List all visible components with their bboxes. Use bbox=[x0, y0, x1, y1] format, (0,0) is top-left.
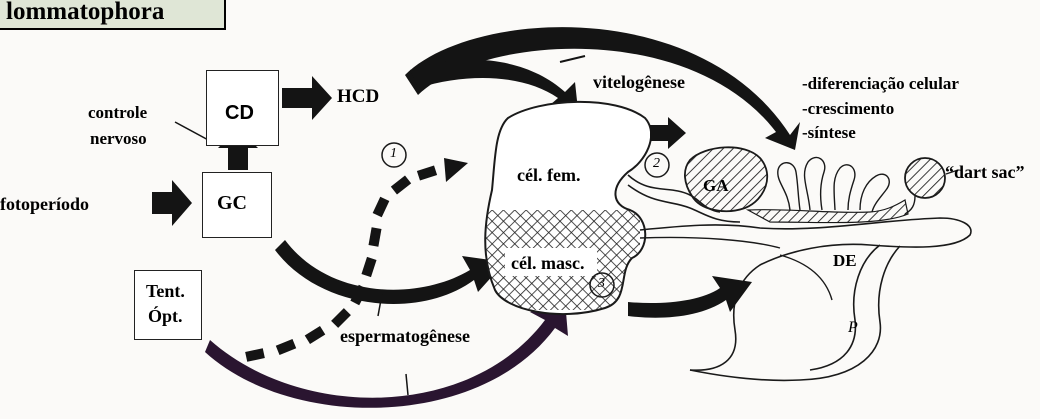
espermatogenese-label: espermatogênese bbox=[340, 327, 470, 345]
step-1-number: 1 bbox=[390, 147, 397, 161]
ga-label: GA bbox=[703, 177, 729, 194]
cel-fem-label: cél. fem. bbox=[517, 166, 580, 184]
arrow-gc-to-espermatogenese bbox=[275, 240, 505, 304]
title-box: lommatophora bbox=[0, 0, 226, 30]
controle-line1: controle bbox=[88, 104, 147, 121]
step-3-number: 3 bbox=[598, 277, 605, 291]
de-label: DE bbox=[833, 252, 857, 269]
cel-masc-label: cél. masc. bbox=[511, 254, 584, 272]
p-label: P bbox=[848, 320, 858, 336]
arrow-fotoperiodo-to-gc bbox=[152, 180, 192, 226]
cd-label: CD bbox=[225, 103, 254, 123]
effect-item: -síntese bbox=[802, 124, 856, 141]
hcd-label: HCD bbox=[337, 87, 379, 106]
vitelogenese-label: vitelogênese bbox=[593, 73, 685, 91]
dart-sac-label: “dart sac” bbox=[945, 163, 1025, 181]
arrow-hcd-to-vitelogenese bbox=[410, 60, 578, 110]
arrow-step-2 bbox=[650, 117, 686, 149]
tent-line2: Ópt. bbox=[148, 307, 183, 325]
tent-line1: Tent. bbox=[146, 282, 185, 300]
controle-line2: nervoso bbox=[90, 130, 147, 147]
tent-box: Tent. Ópt. bbox=[134, 270, 202, 340]
effect-item: -crescimento bbox=[802, 100, 894, 117]
fotoperiodo-label: fotoperíodo bbox=[0, 195, 89, 213]
diagram-title: lommatophora bbox=[6, 0, 164, 24]
gc-box: GC bbox=[202, 172, 272, 238]
dart-sac bbox=[905, 158, 945, 198]
effect-item: -diferenciação celular bbox=[802, 75, 959, 92]
step-2-number: 2 bbox=[653, 157, 660, 171]
arrow-cd-to-hcd bbox=[282, 76, 332, 120]
gc-label: GC bbox=[217, 193, 247, 213]
cd-box: CD bbox=[206, 70, 279, 146]
